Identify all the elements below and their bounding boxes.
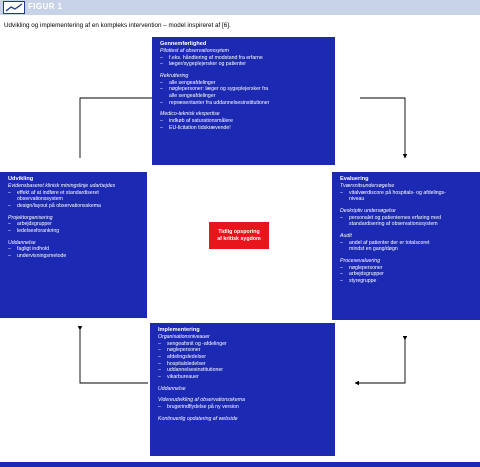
section-heading: Deskriptiv undersøgelse	[340, 208, 396, 215]
section-heading: Rekruttering	[160, 73, 189, 80]
development-box: Udvikling Evidensbaseret klinisk mtnings…	[0, 172, 147, 318]
arrow-top-to-right	[360, 97, 408, 159]
list-item: indkøb af saturationsmålere	[160, 118, 329, 125]
list-item: f.eks. håndtering af modstand fra erfarn…	[160, 55, 329, 62]
list-item: nøglepersoner: læger og sygeplejersker f…	[160, 86, 329, 93]
figure-footer-bar	[0, 462, 480, 467]
list-item: styregruppe	[340, 278, 474, 285]
section-heading: Projektorganisering	[8, 214, 53, 221]
list-item: ledelsesforankring	[8, 228, 141, 235]
arrow-right-to-bottom	[354, 335, 408, 386]
feasibility-box: Gennemførlighed Pilottest af observation…	[152, 37, 335, 165]
list-item: afdelingsledelser	[158, 354, 329, 361]
figure-label: FIGUR 1	[28, 2, 63, 11]
section-heading: Audit	[340, 233, 352, 240]
list-item-continuation: observationssystem	[17, 196, 63, 203]
section-heading: Kontinuerlig opdatering af webside	[158, 415, 238, 422]
center-line-1: Tidlig opsporing	[218, 228, 260, 235]
list-item: fagligt indhold	[8, 246, 141, 253]
section-heading: Uddannelse	[158, 385, 186, 392]
section-heading: Organisationsniveauer	[158, 334, 210, 341]
list-item: effekt af at indføre et standardiseret	[8, 190, 141, 197]
list-item: vikarbureauer	[158, 374, 329, 381]
list-item: EU-licitation tidskrævende!	[160, 125, 329, 132]
list-item-continuation: standardisering af observationssystem	[349, 221, 438, 228]
list-item: arbejdsgrupper	[8, 221, 141, 228]
box-title: Gennemførlighed	[160, 41, 207, 47]
implementation-box: Implementering Organisationsniveauer sen…	[150, 323, 335, 456]
center-goal-box: Tidlig opsporing af kritisk sygdom	[209, 222, 269, 249]
list-item: design/layout på observationsskema	[8, 203, 141, 210]
figure-caption: Udvikling og implementering af en komple…	[4, 22, 231, 29]
list-item: alle sengeafdelinger	[160, 80, 329, 87]
box-title: Udvikling	[8, 176, 34, 182]
list-item: hospitalsledelser	[158, 361, 329, 368]
list-item: repræsentanter fra uddannelsesinstitutio…	[160, 100, 329, 107]
list-item-continuation: læger/sygeplejersker og patienter	[160, 61, 329, 68]
section-heading: Pilottest af observationssytem	[160, 48, 229, 55]
list-item: andel af patienter der er totalscoret	[340, 240, 474, 247]
section-heading: Medico-teknisk ekspertise	[160, 111, 220, 118]
section-heading: Procesevaluering	[340, 258, 381, 265]
list-item: nøglepersoner	[340, 265, 474, 272]
list-item: uddannelsesinstitutioner	[158, 367, 329, 374]
section-heading: Evidensbaseret klinisk mtningslinje udar…	[8, 183, 116, 190]
center-line-2: af kritisk sygdom	[217, 235, 261, 242]
list-item: personalet og patienternes erfaring med	[340, 215, 474, 222]
arrow-left-to-bottom	[77, 325, 148, 384]
arrow-top-to-left	[79, 95, 157, 158]
list-item: sengeafsnit og -afdelinger	[158, 341, 329, 348]
section-heading: Tværsnitsundersøgelse	[340, 183, 395, 190]
list-item: nøglepersoner	[158, 347, 329, 354]
list-item: undervisningsmetode	[8, 253, 141, 260]
box-title: Evaluering	[340, 176, 369, 182]
chart-icon	[3, 1, 25, 14]
section-heading: Videreudvikling af observationsskema	[158, 397, 245, 404]
figure-header-bar: FIGUR 1	[0, 0, 480, 15]
section-heading: Uddannelse	[8, 239, 36, 246]
box-title: Implementering	[158, 327, 200, 333]
list-item: vitalværdiscore på hospitals- og afdelin…	[340, 190, 474, 197]
list-item-continuation: alle sengeafdelinger	[169, 93, 216, 100]
evaluation-box: Evaluering Tværsnitsundersøgelse vitalvæ…	[332, 172, 480, 320]
list-item-continuation: niveau	[349, 196, 365, 203]
list-item: brugerindflydelse på ny version	[158, 404, 329, 411]
list-item-continuation: mindst en gang/døgn	[349, 246, 398, 253]
list-item: arbejdsgrupper	[340, 271, 474, 278]
